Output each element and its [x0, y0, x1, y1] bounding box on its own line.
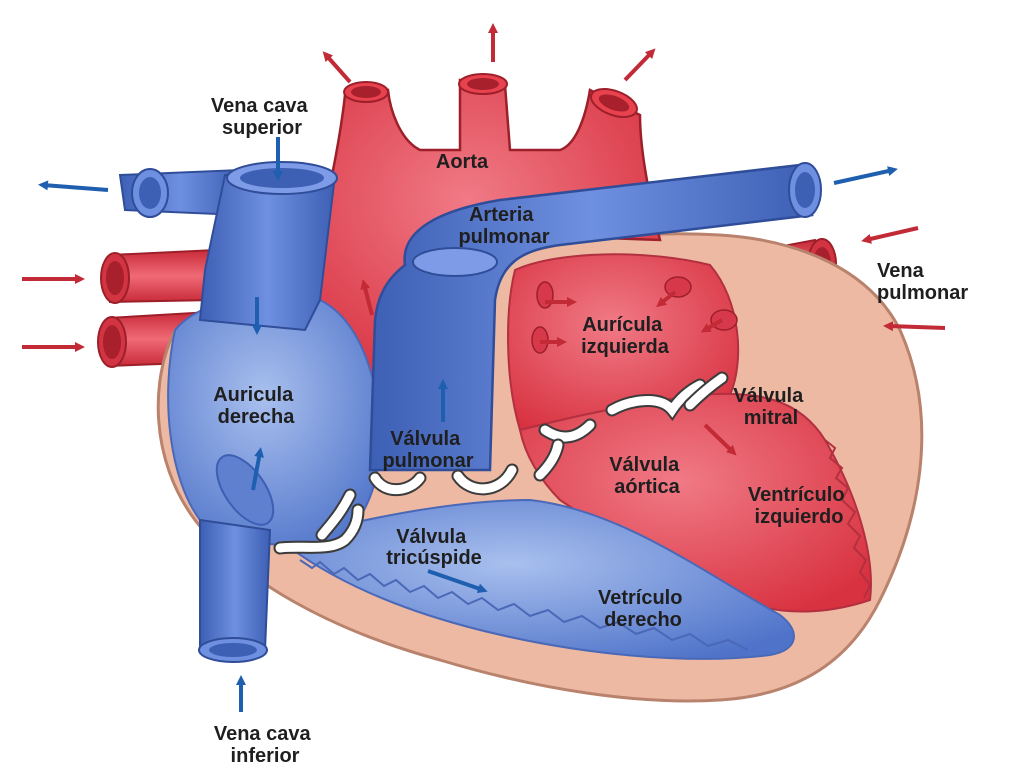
red-arrow [322, 51, 352, 84]
label-ventriculo-izquierdo: Ventrículo izquierdo [748, 484, 850, 528]
blue-arrow [427, 569, 488, 594]
label-vena-cava-superior: Vena cava superior [211, 95, 313, 139]
right-ventricle [277, 498, 795, 660]
pulmonary-artery [368, 162, 822, 472]
label-ventriculo-derecho: Vetrículo derecho [598, 587, 688, 631]
fossa-ovalis [215, 454, 275, 526]
blue-arrow [251, 447, 265, 491]
blue-arrow [833, 166, 898, 185]
label-auricula-derecha: Auricula derecha [213, 384, 299, 428]
label-aorta: Aorta [436, 151, 489, 173]
red-arrow [623, 48, 656, 82]
label-valvula-pulmonar: Válvula pulmonar [382, 428, 473, 472]
red-arrow [700, 318, 724, 333]
superior-vena-cava [118, 161, 338, 332]
label-vena-cava-inferior: Vena cava inferior [214, 723, 316, 767]
labels: Vena cava superior Aorta Arteria pulmona… [211, 95, 968, 767]
inferior-vena-cava [198, 518, 272, 663]
label-vena-pulmonar: Vena pulmonar [877, 260, 968, 304]
red-arrow [360, 279, 374, 316]
blue-arrows [38, 137, 898, 712]
label-valvula-mitral: Válvula mitral [733, 385, 809, 429]
red-arrow [656, 290, 677, 308]
blue-arrow [38, 180, 109, 192]
label-valvula-tricuspide: Válvula tricúspide [386, 526, 482, 569]
red-arrow [883, 321, 946, 332]
red-arrows [22, 23, 946, 456]
label-arteria-pulmonar: Arteria pulmonar [458, 204, 549, 248]
red-arrow [703, 423, 737, 456]
label-valvula-aortica: Válvula aórtica [609, 454, 685, 498]
red-arrow [861, 226, 919, 244]
valves [273, 371, 729, 555]
label-auricula-izquierda: Aurícula izquierda [581, 314, 670, 358]
